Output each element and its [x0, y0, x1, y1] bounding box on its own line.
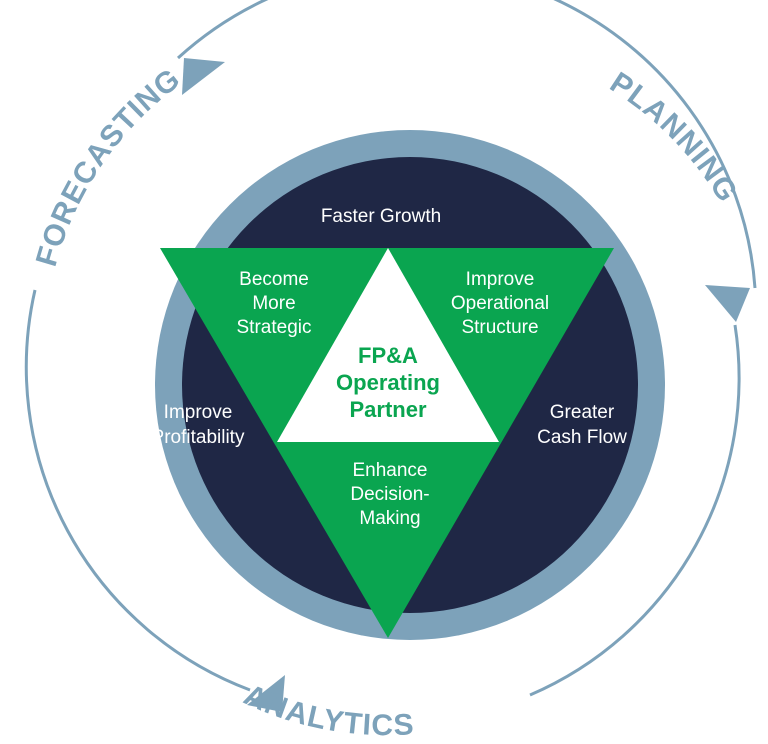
- center-fpa-operating-partner: FP&A Operating Partner: [336, 343, 440, 422]
- outcome-improve-profitability: Improve Profitability: [152, 402, 245, 448]
- cycle-arrows: [24, 0, 757, 697]
- center-line-3: Partner: [349, 397, 426, 422]
- outcome-left-line-1: Improve: [164, 402, 233, 423]
- center-line-1: FP&A: [358, 343, 418, 368]
- arrow-head-bottom-icon: [247, 675, 285, 712]
- segment-enhance-decision-making: Enhance Decision- Making: [350, 460, 429, 529]
- segment-top-right-line-1: Improve: [466, 269, 535, 290]
- outcome-right-line-1: Greater: [550, 402, 615, 423]
- arc-forecasting-to-planning: [176, 0, 757, 289]
- label-analytics: ANALYTICS: [239, 678, 415, 742]
- outcome-faster-growth: Faster Growth: [321, 206, 441, 227]
- segment-bottom-line-1: Enhance: [352, 460, 427, 481]
- arrow-head-top-icon: [182, 58, 225, 95]
- segment-top-left-line-3: Strategic: [237, 317, 312, 338]
- segment-top-left-line-2: More: [252, 293, 295, 314]
- segment-top-left-line-1: Become: [239, 269, 309, 290]
- segment-become-more-strategic: Become More Strategic: [237, 269, 312, 338]
- segment-bottom-line-2: Decision-: [350, 484, 429, 505]
- outcome-left-line-2: Profitability: [152, 427, 245, 448]
- outer-triangle: [160, 248, 614, 638]
- center-line-2: Operating: [336, 370, 440, 395]
- outcome-right-line-2: Cash Flow: [537, 427, 627, 448]
- arc-analytics-to-forecasting: [24, 289, 251, 692]
- arrow-head-right-icon: [705, 285, 750, 322]
- center-triangle: [277, 248, 499, 442]
- segment-top-right-line-2: Operational: [451, 293, 549, 314]
- outcome-greater-cash-flow: Greater Cash Flow: [537, 402, 627, 448]
- segment-improve-operational-structure: Improve Operational Structure: [451, 269, 549, 338]
- segment-bottom-line-3: Making: [359, 508, 420, 529]
- segment-top-right-line-3: Structure: [461, 317, 538, 338]
- label-forecasting: FORECASTING: [30, 62, 187, 270]
- arc-planning-to-analytics: [529, 324, 741, 697]
